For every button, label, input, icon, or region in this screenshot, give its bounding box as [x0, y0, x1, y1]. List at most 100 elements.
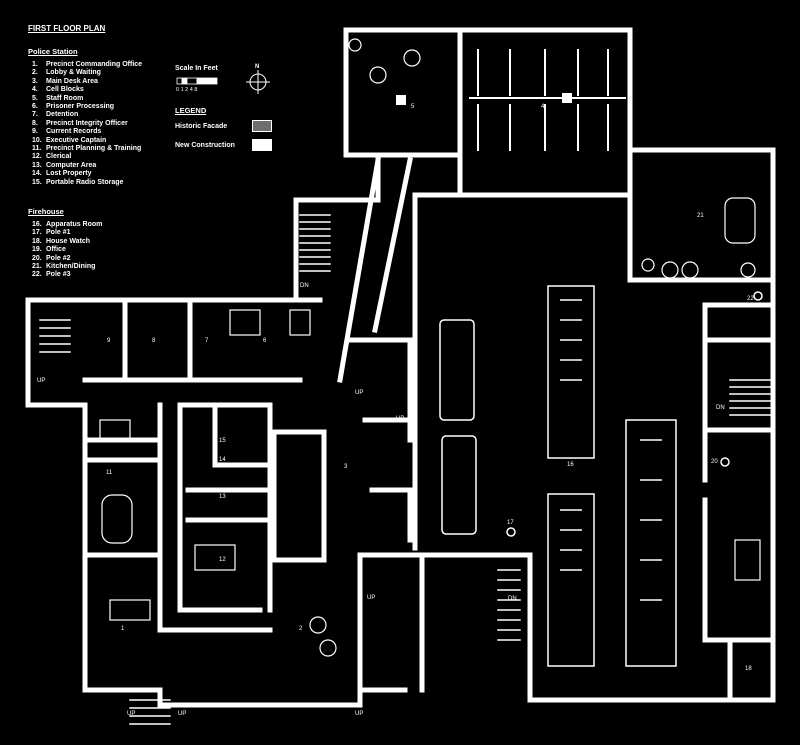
room-label: 5	[411, 104, 415, 110]
legend-heading: LEGEND	[175, 106, 207, 115]
north-label: N	[255, 64, 260, 70]
north-arrow-icon	[246, 70, 270, 94]
room-label: 11	[106, 470, 113, 476]
partition	[702, 497, 776, 643]
scale-ticks: 0 1 2 4 8	[176, 87, 198, 93]
partition	[347, 337, 413, 443]
police-station-list: 1.Precinct Commanding Office 2.Lobby & W…	[32, 61, 142, 187]
vehicle-car	[439, 319, 475, 421]
list-item: 10.Executive Captain	[32, 136, 107, 144]
pole-2	[720, 457, 730, 467]
room-label: 4	[541, 104, 545, 110]
firehouse-list: 16.Apparatus Room 17.Pole #1 18.House Wa…	[32, 221, 102, 280]
legend-historic-swatch	[252, 120, 272, 132]
room-label: 3	[344, 464, 348, 470]
stair-treads	[39, 319, 71, 353]
list-item: 2.Lobby & Waiting	[32, 69, 101, 77]
legend-new-label: New Construction	[175, 142, 235, 149]
list-item: 12.Clerical	[32, 153, 72, 161]
stair-label: UP	[37, 378, 46, 384]
plan-title: FIRST FLOOR PLAN	[28, 24, 106, 33]
scale-bar	[176, 77, 218, 85]
cell-stall	[477, 104, 609, 151]
stair-label: UP	[355, 711, 364, 717]
list-item: 15.Portable Radio Storage	[32, 178, 124, 186]
corridor-wall	[157, 402, 273, 633]
list-item: 7.Detention	[32, 111, 79, 119]
stair-label: DN	[508, 596, 517, 602]
stair-label: UP	[127, 711, 136, 717]
legend-new-swatch	[252, 139, 272, 151]
list-item: 9.Current Records	[32, 128, 102, 136]
list-item: 22.Pole #3	[32, 271, 71, 279]
list-item: 1.Precinct Commanding Office	[32, 61, 143, 68]
list-item: 8.Precinct Integrity Officer	[32, 119, 128, 127]
list-item: 14.Lost Property	[32, 170, 92, 178]
stair-label: UP	[178, 711, 187, 717]
stair-label: UP	[396, 416, 405, 422]
room-label: 8	[152, 338, 156, 344]
list-item: 16.Apparatus Room	[32, 221, 103, 228]
cell-stall	[477, 49, 609, 96]
room-label: 17	[507, 520, 514, 526]
room-label: 15	[219, 438, 226, 444]
diagonal-hall-wall-b	[372, 157, 413, 333]
room-label: 22	[747, 296, 754, 302]
fire-truck	[625, 419, 677, 667]
list-item: 21.Kitchen/Dining	[32, 263, 96, 271]
list-item: 11.Precinct Planning & Training	[32, 145, 142, 153]
stair-treads	[729, 379, 771, 416]
room-label: 6	[263, 338, 267, 344]
stair-treads	[299, 214, 331, 272]
room-label: 1	[121, 626, 125, 632]
room-label: 14	[219, 457, 226, 463]
room-label: 21	[697, 213, 704, 219]
exterior-wall	[343, 27, 776, 703]
room-label: 18	[745, 666, 752, 672]
list-item: 3.Main Desk Area	[32, 77, 98, 85]
room-label: 13	[219, 494, 226, 500]
dining-table	[724, 197, 756, 244]
stair-label: UP	[367, 595, 376, 601]
list-item: 5.Staff Room	[32, 94, 84, 102]
pole-1	[506, 527, 516, 537]
list-item: 18.House Watch	[32, 237, 91, 245]
partition	[212, 407, 268, 468]
desk-area-wall	[177, 402, 263, 613]
stair-label: DN	[300, 283, 309, 289]
stair-treads	[497, 569, 521, 641]
list-item: 4.Cell Blocks	[32, 86, 84, 94]
firehouse-heading: Firehouse	[28, 207, 64, 216]
police-station-heading: Police Station	[28, 47, 78, 56]
stair-label: DN	[716, 405, 725, 411]
stair-treads	[129, 699, 171, 725]
desk-island	[271, 429, 327, 563]
list-item: 17.Pole #1	[32, 229, 71, 237]
stair-label: UP	[355, 390, 364, 396]
scale-label: Scale In Feet	[175, 65, 218, 72]
exterior-wall-south	[419, 552, 699, 703]
conference-table	[101, 494, 133, 544]
room-label: 20	[711, 459, 718, 465]
legend-historic-label: Historic Facade	[175, 123, 228, 130]
clerical-wall	[177, 402, 273, 613]
room-label: 7	[205, 338, 209, 344]
fire-truck	[547, 493, 595, 667]
room-label: 12	[219, 557, 226, 563]
list-item: 20.Pole #2	[32, 254, 71, 262]
fire-truck	[547, 285, 595, 459]
cell-block-wall	[412, 27, 463, 198]
partition	[369, 487, 413, 543]
list-item: 6.Prisoner Processing	[32, 103, 115, 111]
room-label: 10	[122, 438, 129, 444]
list-item: 13.Computer Area	[32, 161, 97, 169]
room-label: 2	[299, 626, 303, 632]
diagonal-hall-wall-a	[337, 157, 381, 383]
list-item: 19.Office	[32, 246, 66, 254]
room-label: 16	[567, 462, 574, 468]
pole-3	[753, 291, 763, 301]
apparatus-north-wall	[412, 192, 776, 283]
room-label: 9	[107, 338, 111, 344]
vehicle-car	[441, 435, 477, 535]
